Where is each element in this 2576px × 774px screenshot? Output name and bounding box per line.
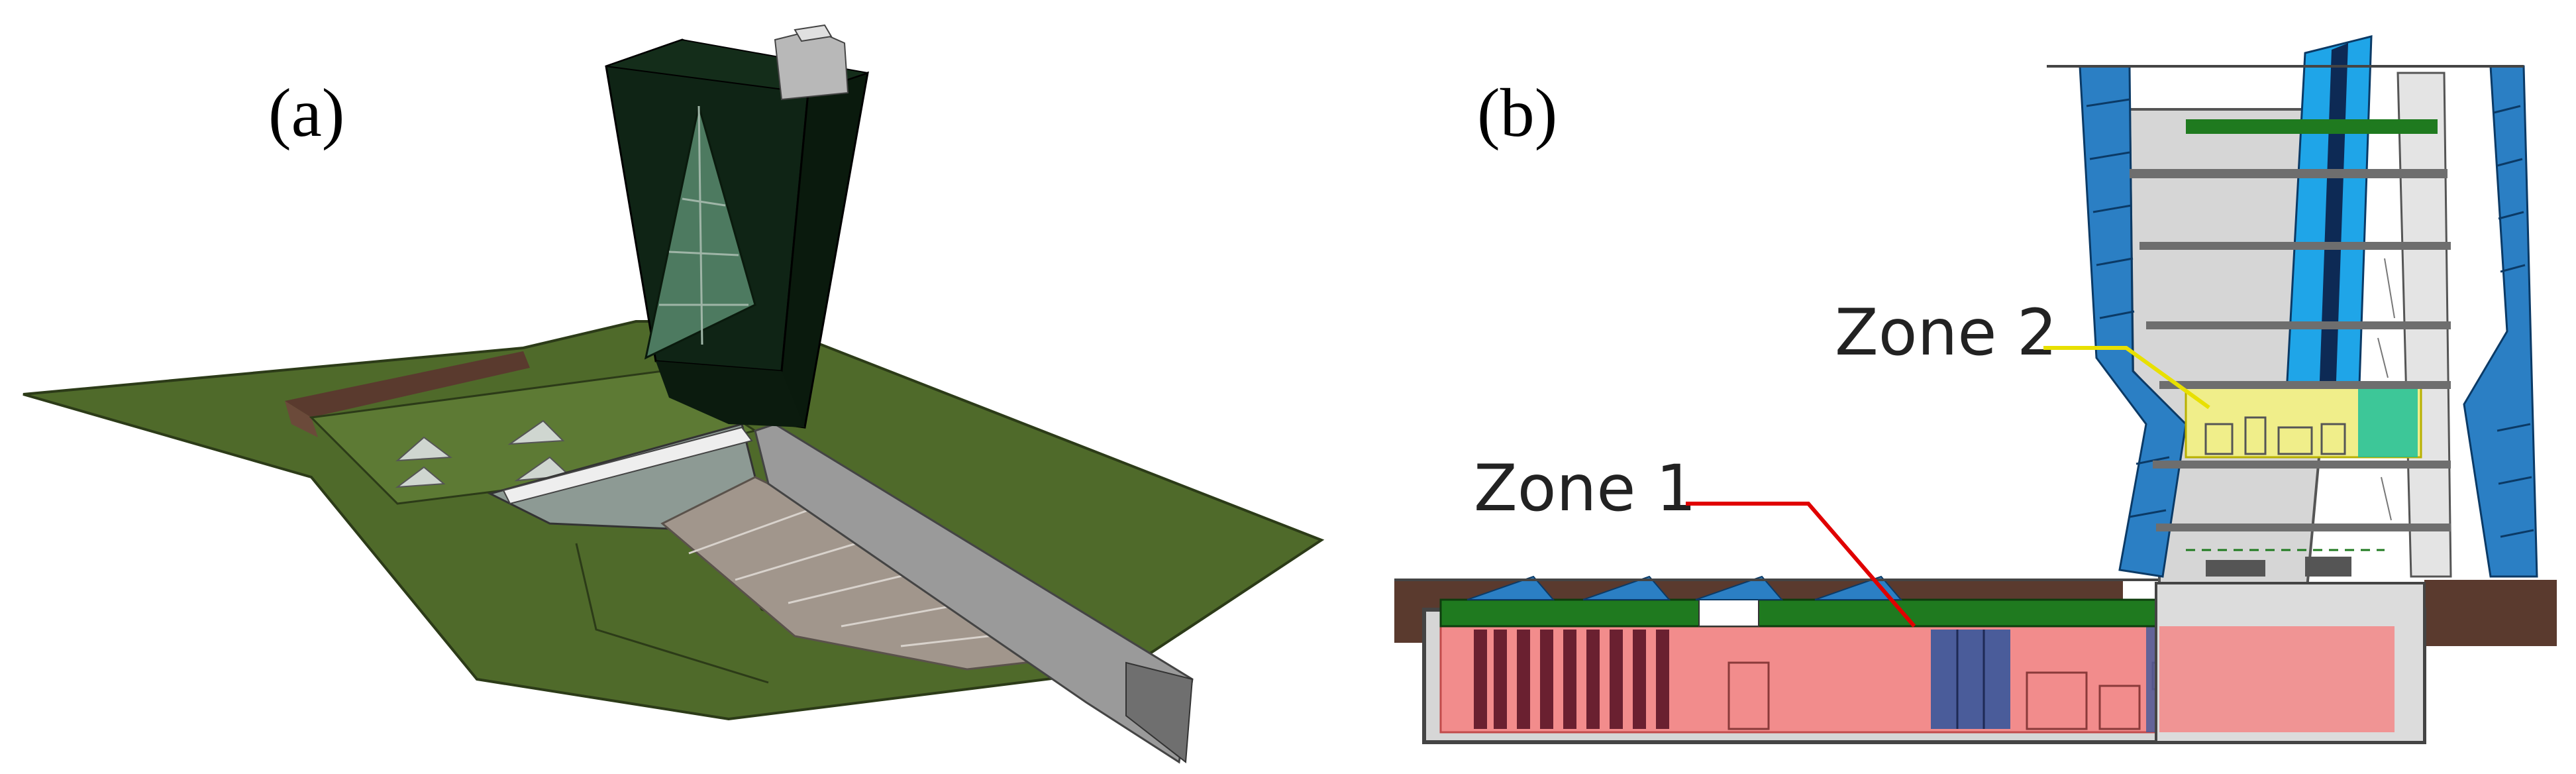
panel-a-label: (a): [268, 75, 344, 151]
zone-1-leader-line: [1686, 502, 1916, 628]
section-skylight: [1695, 575, 1784, 600]
tower-roof-slab: [2186, 119, 2438, 134]
glazed-partition: [1931, 630, 2010, 729]
stair-core: [2377, 258, 2395, 521]
tower-top-slab: [2130, 169, 2447, 178]
ground-floor-desk: [2305, 557, 2351, 577]
panel-b-section: (b): [1394, 35, 2557, 744]
soil-strip-right: [2424, 580, 2557, 646]
ground-floor-reception: [2206, 560, 2265, 577]
skylight: [395, 466, 446, 488]
terrain-fold-line: [575, 543, 769, 684]
interior-door: [1727, 661, 1770, 730]
atrium-mullion: [668, 250, 739, 256]
section-skylight: [1467, 575, 1555, 600]
skylight: [507, 419, 565, 445]
zone-2-leader-line: [2043, 346, 2210, 410]
section-skylight: [1814, 575, 1903, 600]
ramp-step: [688, 509, 809, 555]
roof-opening: [1698, 599, 1759, 627]
zone-2-slab: [2159, 381, 2451, 389]
facade-left: [2079, 65, 2187, 578]
panel-b-label: (b): [1477, 75, 1557, 151]
zone-2-glazing: [2358, 388, 2418, 457]
roof-lantern: [774, 28, 849, 101]
entrance-canopy: [502, 426, 753, 505]
facade-louvres: [2086, 98, 2534, 538]
zone-1-tower-area: [2159, 626, 2395, 732]
archive-shelving: [1474, 630, 1669, 729]
zone-2-label: Zone 2: [1835, 296, 2057, 370]
retaining-wall-end: [1125, 661, 1194, 763]
atrium-mullion: [682, 197, 726, 207]
skylight: [395, 436, 452, 462]
section-skylight: [1582, 575, 1671, 600]
tower-base: [656, 361, 805, 427]
soil-edge: [285, 351, 530, 417]
terrain-fold-line: [310, 476, 478, 680]
ramp-step: [735, 539, 868, 581]
facade-right: [2463, 65, 2538, 578]
panel-a-3d-model: (a): [23, 24, 1325, 764]
floor-slabs: [2139, 242, 2451, 531]
atrium-mullion: [697, 105, 703, 345]
zone-2-furniture: [2204, 416, 2346, 455]
green-roof-slab: [1439, 598, 2161, 628]
zone-1-label: Zone 1: [1474, 451, 1696, 525]
soil-edge: [285, 401, 318, 437]
roof-lantern-top: [794, 24, 833, 42]
